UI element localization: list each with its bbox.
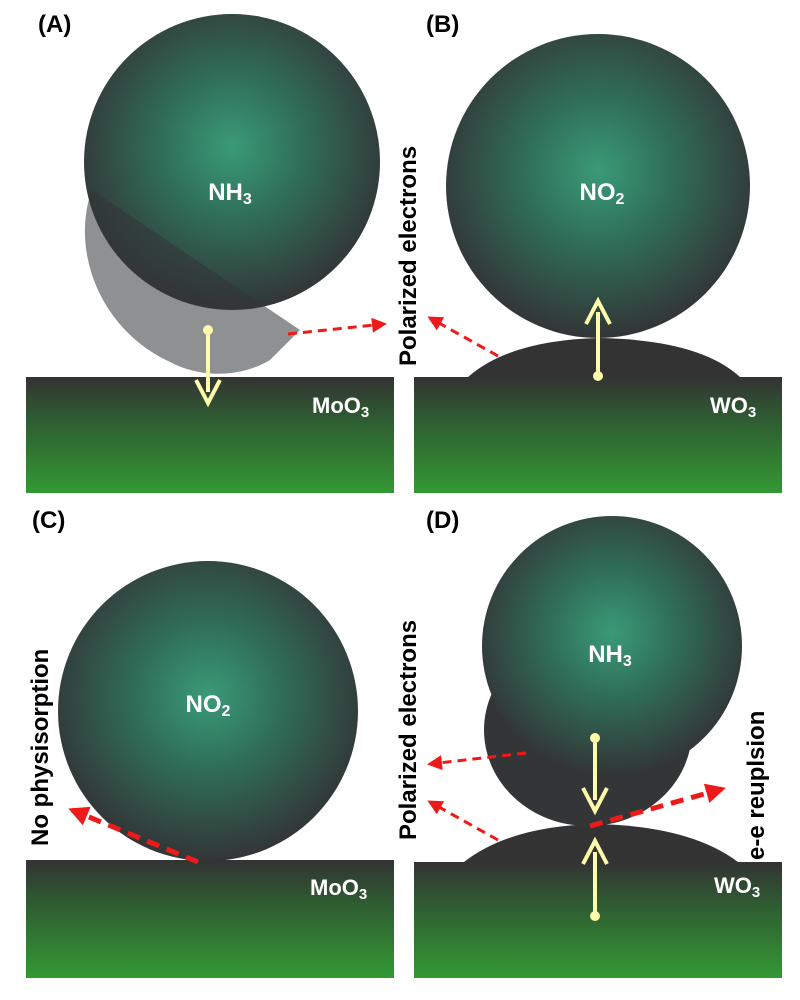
panel-c-substrate-label: MoO3: [310, 875, 367, 903]
panel-c-molecule-label: NO2: [186, 691, 231, 720]
panel-d-repulsion-arrow: [589, 783, 726, 829]
panel-c-substrate: [26, 860, 394, 978]
panel-b-substrate-bump: [468, 338, 740, 377]
panel-d-bond-arrow-up: [581, 836, 609, 921]
panel-d-substrate-label: WO3: [714, 873, 760, 901]
ee-repulsion-label: e-e reuplsion: [743, 711, 770, 860]
panel-a-molecule: [84, 14, 380, 374]
panel-d-dashed-arrow-upper: [427, 751, 527, 771]
panel-c-label: (C): [32, 507, 65, 534]
panel-d-bond-arrow-down: [581, 733, 609, 816]
panel-d-molecule-label: NH3: [588, 641, 632, 670]
panel-d-substrate-bump: [464, 824, 738, 862]
panel-c-dashed-arrow: [68, 806, 199, 865]
polarized-electrons-bottom-label: Polarized electrons: [395, 620, 422, 840]
panel-a-dashed-arrow: [287, 317, 387, 336]
panel-a-bond-arrow: [194, 325, 222, 408]
panel-d-label: (D): [426, 507, 459, 534]
panel-a-label: (A): [38, 11, 71, 38]
panel-a-substrate-label: MoO3: [312, 393, 369, 421]
panel-b-label: (B): [426, 11, 459, 38]
panel-a: (A) NH3 MoO3: [26, 11, 394, 493]
panel-b-substrate: [414, 377, 782, 493]
panel-b-dashed-arrow: [427, 316, 499, 358]
panel-c: (C) NO2 MoO3 No physisorption: [26, 507, 394, 978]
panel-d-dashed-arrow-lower: [427, 800, 499, 842]
panel-d: (D) NH3 WO3 e-e reuplsion: [414, 507, 782, 978]
panel-a-molecule-label: NH3: [208, 179, 252, 208]
panel-b-molecule: [446, 34, 750, 338]
panel-d-molecule: [482, 516, 742, 826]
panel-b-molecule-label: NO2: [580, 179, 625, 208]
panel-b: (B) NO2 WO3: [414, 11, 782, 493]
no-physisorption-label: No physisorption: [27, 649, 54, 846]
polarized-electrons-top-label: Polarized electrons: [395, 146, 422, 366]
panel-c-molecule: [58, 561, 358, 861]
panel-b-substrate-label: WO3: [710, 393, 756, 421]
panel-b-bond-arrow: [584, 296, 612, 381]
